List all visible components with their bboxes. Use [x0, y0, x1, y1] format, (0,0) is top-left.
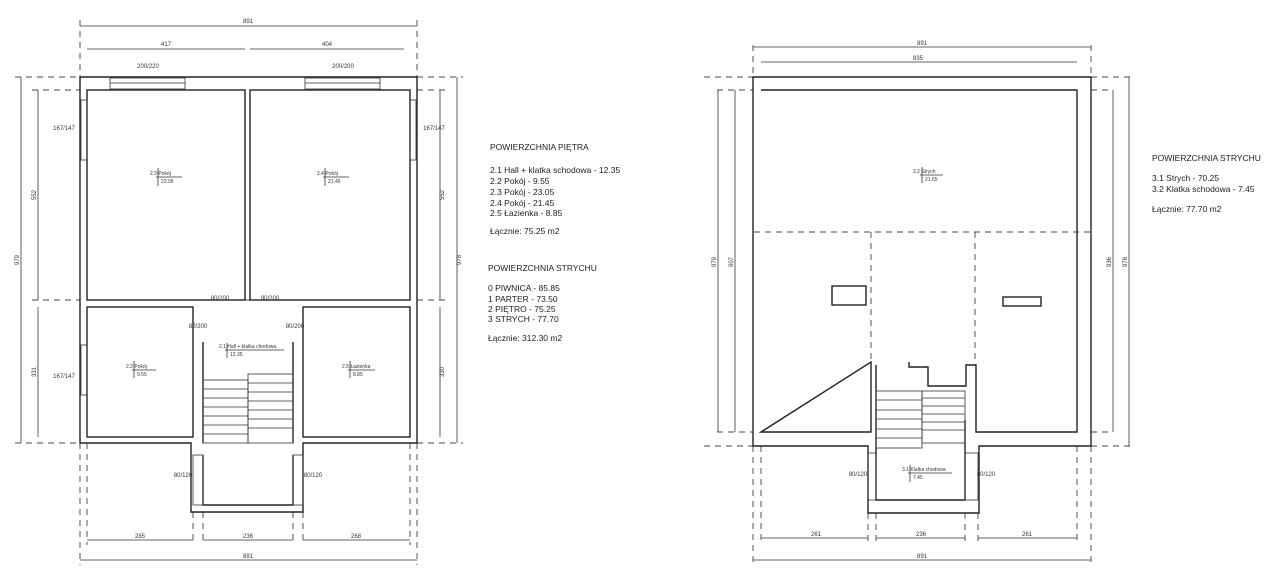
stairs [202, 373, 294, 444]
room-label: 3.1 Klatka chodowa 7.45 [902, 465, 952, 482]
dim-bottom: 285 [135, 534, 146, 540]
svg-text:21.65: 21.65 [925, 177, 938, 183]
dim-upper-height: 552 [32, 189, 38, 200]
summary-title: POWIERZCHNIA PIĘTRA [490, 142, 589, 152]
dim-total-width: 891 [243, 19, 254, 25]
windows [80, 77, 417, 506]
extension-lines [15, 20, 463, 565]
dim-left-width: 417 [161, 42, 172, 48]
dimension-lines [717, 46, 1130, 561]
summary-total: Łącznie: 312.30 m2 [488, 333, 562, 343]
summary-title: POWIERZCHNIA STRYCHU [488, 263, 597, 273]
svg-text:2.4 Pokój: 2.4 Pokój [317, 171, 338, 177]
dim-bottom: 261 [811, 532, 822, 538]
summary-item: 2 PIĘTRO - 75.25 [488, 304, 556, 314]
area-summary-total: POWIERZCHNIA STRYCHU 0 PIWNICA - 85.85 1… [488, 263, 597, 343]
dim-lower-height: 330 [440, 366, 446, 377]
window-label: 167/147 [53, 374, 75, 380]
room-label: 2.4 Pokój 21.45 [317, 168, 349, 186]
dim-upper-height: 552 [440, 189, 446, 200]
door-label: 80/120 [977, 472, 996, 478]
dim-bottom: 268 [351, 534, 362, 540]
summary-item: 3.2 Klatka schodowa - 7.45 [1152, 184, 1255, 194]
svg-text:23.05: 23.05 [161, 179, 174, 185]
dim-bottom-total: 891 [243, 554, 254, 560]
summary-item: 3.1 Strych - 70.25 [1152, 173, 1219, 183]
window-label: 167/147 [423, 126, 445, 132]
dim-total-height: 979 [15, 254, 21, 265]
svg-text:9.55: 9.55 [137, 372, 147, 378]
dim-total-height: 978 [457, 254, 463, 265]
svg-text:2.1 Hall + klatka chodowa: 2.1 Hall + klatka chodowa [219, 344, 276, 350]
room-label: 2.1 Hall + klatka chodowa 12.35 [219, 343, 284, 358]
walls [79, 76, 418, 513]
summary-item: 2.5 Łazienka - 8.85 [490, 208, 563, 218]
area-summary-strych: POWIERZCHNIA STRYCHU 3.1 Strych - 70.25 … [1152, 153, 1261, 214]
door-label: 80/120 [174, 473, 193, 479]
room-label: 3.2 Strych 21.65 [913, 167, 943, 183]
door-label: 80/120 [304, 473, 323, 479]
door-label: 80/200 [286, 324, 305, 330]
dim-height: 978 [1123, 256, 1129, 267]
room-label: 2.5 Łazienka 8.85 [342, 361, 375, 378]
dim-height: 936 [1107, 256, 1113, 267]
svg-text:7.45: 7.45 [913, 475, 923, 481]
summary-item: 0 PIWNICA - 85.85 [488, 283, 560, 293]
summary-item: 1 PARTER - 73.50 [488, 294, 558, 304]
area-summary-pietro: POWIERZCHNIA PIĘTRA 2.1 Hall + klatka sc… [490, 142, 620, 236]
dim-inner-width: 835 [913, 56, 924, 62]
dim-lower-height: 331 [32, 366, 38, 377]
dim-right-width: 404 [322, 42, 333, 48]
svg-text:3.1 Klatka chodowa: 3.1 Klatka chodowa [902, 467, 946, 473]
dim-bottom: 236 [243, 534, 254, 540]
dimension-lines [20, 25, 458, 561]
room-label: 2.3 Pokój 23.05 [150, 168, 182, 186]
svg-text:8.85: 8.85 [353, 372, 363, 378]
svg-text:2.3 Pokój: 2.3 Pokój [150, 171, 171, 177]
window-label: 200/220 [137, 64, 159, 70]
svg-text:2.2 Pokój: 2.2 Pokój [126, 364, 147, 370]
dim-bottom-total: 891 [917, 554, 928, 560]
extension-lines [704, 45, 1130, 565]
window-label: 200/200 [332, 64, 354, 70]
summary-title: POWIERZCHNIA STRYCHU [1152, 153, 1261, 163]
dim-bottom: 261 [1022, 532, 1033, 538]
summary-total: Łącznie: 75.25 m2 [490, 226, 560, 236]
dim-height: 907 [729, 256, 735, 267]
door-label: 80/200 [189, 324, 208, 330]
dim-height: 979 [712, 256, 718, 267]
stairs [867, 390, 979, 501]
floor-plan-strych: 891 835 979 907 936 978 80/120 80/120 26… [704, 41, 1130, 565]
summary-item: 2.4 Pokój - 21.45 [490, 198, 555, 208]
floor-plan-pietro: 891 417 404 200/220 200/200 167/147 167/… [15, 19, 463, 565]
window-label: 167/147 [53, 126, 75, 132]
svg-text:2.5 Łazienka: 2.5 Łazienka [342, 364, 371, 370]
walls [752, 76, 1092, 514]
svg-text:3.2 Strych: 3.2 Strych [913, 169, 936, 175]
summary-total: Łącznie: 77.70 m2 [1152, 204, 1222, 214]
summary-item: 2.1 Hall + klatka schodowa - 12.35 [490, 165, 620, 175]
summary-item: 3 STRYCH - 77.70 [488, 314, 559, 324]
door-label: 80/200 [211, 296, 230, 302]
svg-text:12.35: 12.35 [230, 352, 243, 358]
door-label: 90/200 [261, 296, 280, 302]
dim-total-width: 891 [917, 41, 928, 47]
door-label: 80/120 [849, 472, 868, 478]
dim-bottom: 236 [916, 532, 927, 538]
summary-item: 2.3 Pokój - 23.05 [490, 187, 555, 197]
svg-text:21.45: 21.45 [328, 179, 341, 185]
summary-item: 2.2 Pokój - 9.55 [490, 176, 550, 186]
room-label: 2.2 Pokój 9.55 [126, 361, 156, 378]
